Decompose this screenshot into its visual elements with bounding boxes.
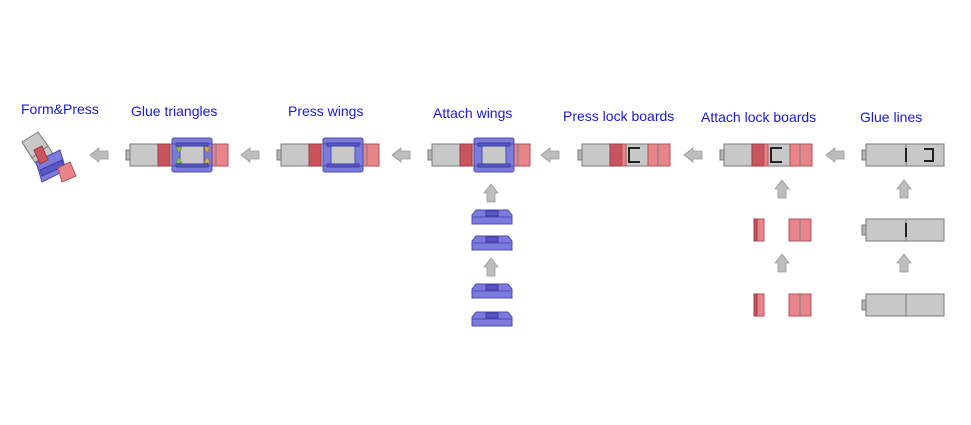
- arrow-left-icon: [240, 147, 260, 163]
- lock-board-pair: [753, 293, 812, 317]
- lock-board-pair: [753, 218, 812, 242]
- arrow-left-icon: [89, 147, 109, 163]
- wing-piece: [471, 311, 513, 327]
- stage-label-press-wings: Press wings: [288, 103, 363, 119]
- arrow-up-icon: [896, 253, 912, 273]
- wing-piece: [471, 283, 513, 299]
- stage-label-attach-lock-boards: Attach lock boards: [701, 109, 816, 125]
- stage-label-glue-lines: Glue lines: [860, 109, 922, 125]
- arrow-left-icon: [825, 147, 845, 163]
- stage-label-press-lock-boards: Press lock boards: [563, 108, 674, 124]
- stage-label-form-press: Form&Press: [21, 101, 99, 117]
- attach-wings-assembly: [427, 137, 531, 173]
- base-board: [861, 293, 945, 317]
- press-lock-boards-assembly: [577, 143, 671, 167]
- wing-piece: [471, 209, 513, 225]
- arrow-up-icon: [774, 179, 790, 199]
- arrow-left-icon: [391, 147, 411, 163]
- arrow-up-icon: [774, 253, 790, 273]
- base-board-with-line: [861, 218, 945, 242]
- glue-triangles-assembly: [125, 137, 229, 173]
- stage-label-attach-wings: Attach wings: [433, 105, 512, 121]
- wing-piece: [471, 235, 513, 251]
- arrow-up-icon: [483, 183, 499, 203]
- press-wings-assembly: [276, 137, 380, 173]
- arrow-up-icon: [483, 257, 499, 277]
- arrow-up-icon: [896, 179, 912, 199]
- stage-label-glue-triangles: Glue triangles: [131, 103, 217, 119]
- glue-lines-board: [861, 143, 945, 167]
- form-press-box: [21, 131, 77, 183]
- arrow-left-icon: [683, 147, 703, 163]
- arrow-left-icon: [540, 147, 560, 163]
- attach-lock-boards-assembly: [719, 143, 813, 167]
